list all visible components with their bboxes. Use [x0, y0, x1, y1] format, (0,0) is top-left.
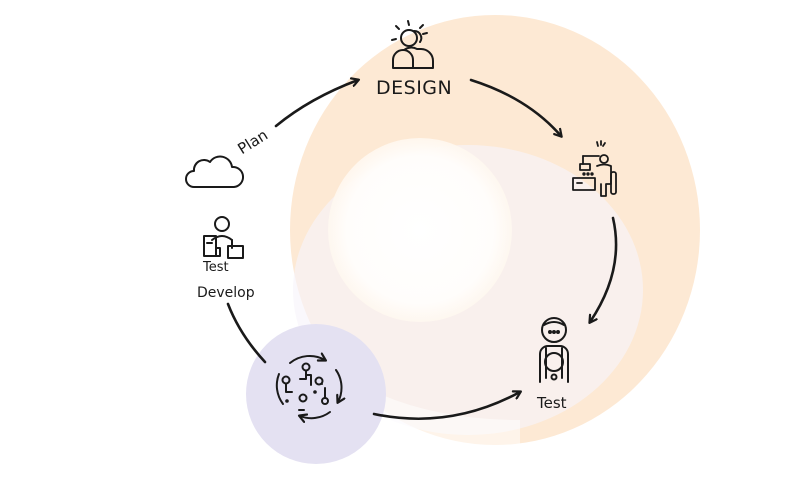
cycle-network-icon: [275, 356, 342, 418]
cycle-arrows: [226, 78, 618, 421]
arrow-plan-to-design: [274, 80, 358, 128]
person-workstation-icon: [572, 140, 617, 197]
design-label: DESIGN: [376, 77, 453, 99]
lavender-circle: [246, 324, 386, 464]
arrow-build-to-test: [590, 216, 618, 322]
develop-label: Develop: [197, 285, 255, 301]
test-label: Test: [537, 394, 567, 412]
arrow-develop-to-iterate: [226, 302, 267, 364]
team-documents-icon: [203, 216, 244, 259]
arrow-design-to-build: [469, 78, 561, 136]
tester-person-icon: [539, 317, 569, 383]
develop-sublabel: Test: [203, 260, 229, 275]
cloud-icon: [185, 155, 244, 188]
person-idea-icon: [391, 20, 434, 69]
arrow-iterate-to-test: [372, 392, 520, 421]
